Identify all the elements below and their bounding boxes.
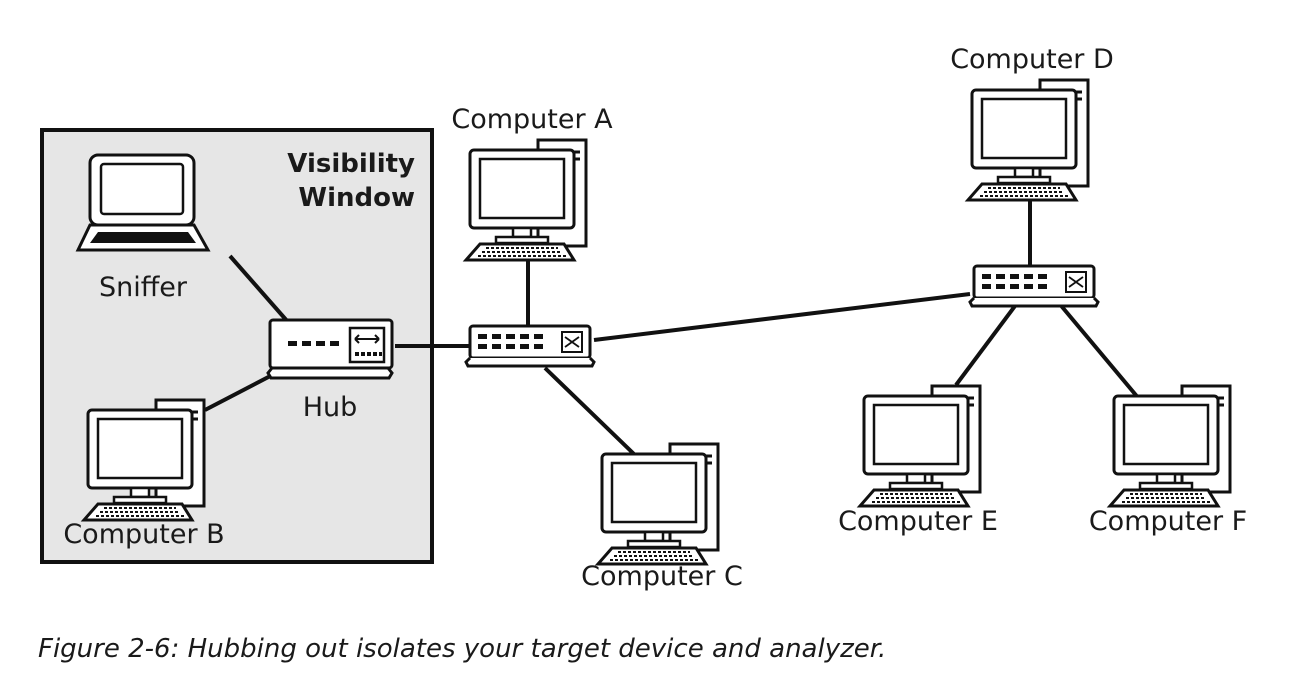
visibility-window-title-line1: Visibility [287, 149, 415, 179]
computer-d-label: Computer D [950, 44, 1114, 75]
sniffer-label: Sniffer [99, 272, 188, 303]
desktop-computer-icon [464, 138, 588, 262]
computer-b-label: Computer B [63, 519, 224, 550]
link-switch-2-computer-e [954, 300, 1020, 387]
desktop-computer-icon [858, 384, 982, 508]
hub-label: Hub [303, 392, 358, 423]
computer-e-label: Computer E [838, 506, 998, 537]
link-sniffer-hub [228, 254, 290, 324]
desktop-computer-icon [596, 442, 720, 566]
link-computer-b-hub [204, 370, 279, 412]
visibility-window-title-line2: Window [298, 183, 415, 213]
network-diagram: Visibility Window Sniffer [40, 44, 1247, 592]
hub-icon [266, 318, 394, 380]
link-switch-1-switch-2 [593, 292, 971, 342]
computer-a-label: Computer A [451, 104, 613, 135]
computer-f-label: Computer F [1089, 506, 1247, 537]
switch-icon [464, 324, 596, 368]
link-switch-2-computer-f [1056, 300, 1142, 402]
figure-caption: Figure 2-6: Hubbing out isolates your ta… [38, 634, 887, 664]
link-switch-1-computer-c [543, 366, 639, 459]
desktop-computer-icon [1108, 384, 1232, 508]
computer-c-label: Computer C [581, 561, 743, 592]
network-links [204, 188, 1142, 459]
desktop-computer-icon [966, 78, 1090, 202]
laptop-icon [75, 153, 211, 252]
switch-icon [968, 264, 1100, 308]
